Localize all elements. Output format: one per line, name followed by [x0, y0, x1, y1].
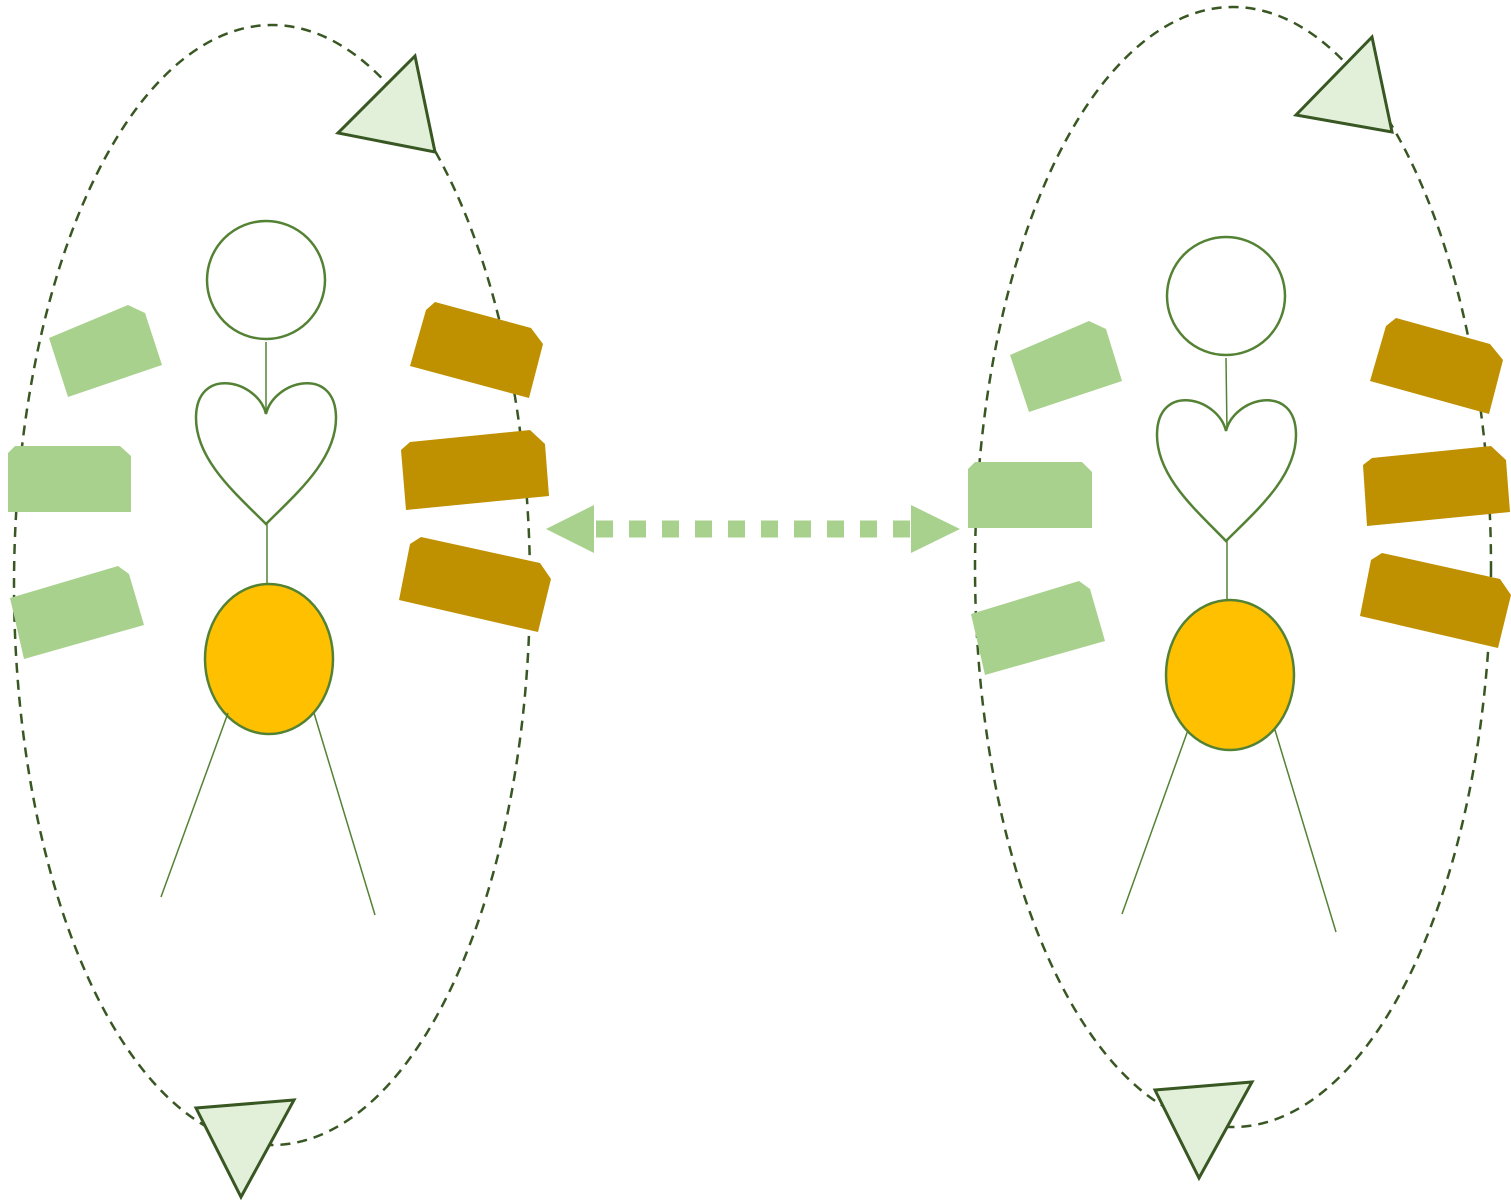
card-right-2 — [1363, 446, 1510, 526]
connector-arrow — [546, 505, 960, 553]
figure-left — [8, 23, 551, 1201]
head-circle-icon-right — [1165, 235, 1287, 357]
cycle-arrow-icon-bottom-right — [1152, 1080, 1255, 1182]
connector-arrowhead-left — [546, 505, 594, 553]
cycle-arrow-icon-bottom-left — [193, 1098, 297, 1201]
leg-left-b — [313, 712, 376, 916]
heart-icon-right — [1155, 399, 1298, 543]
card-right-1 — [410, 302, 543, 398]
connector-arrowhead-right — [911, 505, 960, 553]
leg-right-b — [1274, 729, 1337, 933]
card-right-1 — [1370, 318, 1503, 414]
leg-left-a — [160, 712, 229, 898]
card-right-2 — [401, 430, 549, 510]
card-left-2 — [8, 446, 131, 512]
card-right-3 — [1360, 553, 1511, 648]
card-left-3 — [10, 566, 144, 659]
card-left-1 — [49, 305, 162, 397]
figure-right — [968, 5, 1511, 1182]
core-circle-icon-left — [203, 582, 335, 736]
neck-line-right — [1225, 357, 1228, 432]
card-left-1 — [1010, 321, 1122, 412]
heart-icon-left — [194, 382, 338, 526]
head-circle-icon-left — [205, 219, 327, 341]
cycle-arrow-icon-top-right — [1292, 33, 1394, 134]
core-circle-icon-right — [1164, 598, 1296, 752]
card-left-2 — [968, 462, 1092, 528]
cycle-arrow-icon-top-left — [334, 52, 437, 154]
leg-right-a — [1121, 729, 1189, 915]
card-right-3 — [399, 537, 551, 632]
card-left-3 — [971, 581, 1105, 675]
cycle-ellipse-right — [973, 5, 1493, 1129]
